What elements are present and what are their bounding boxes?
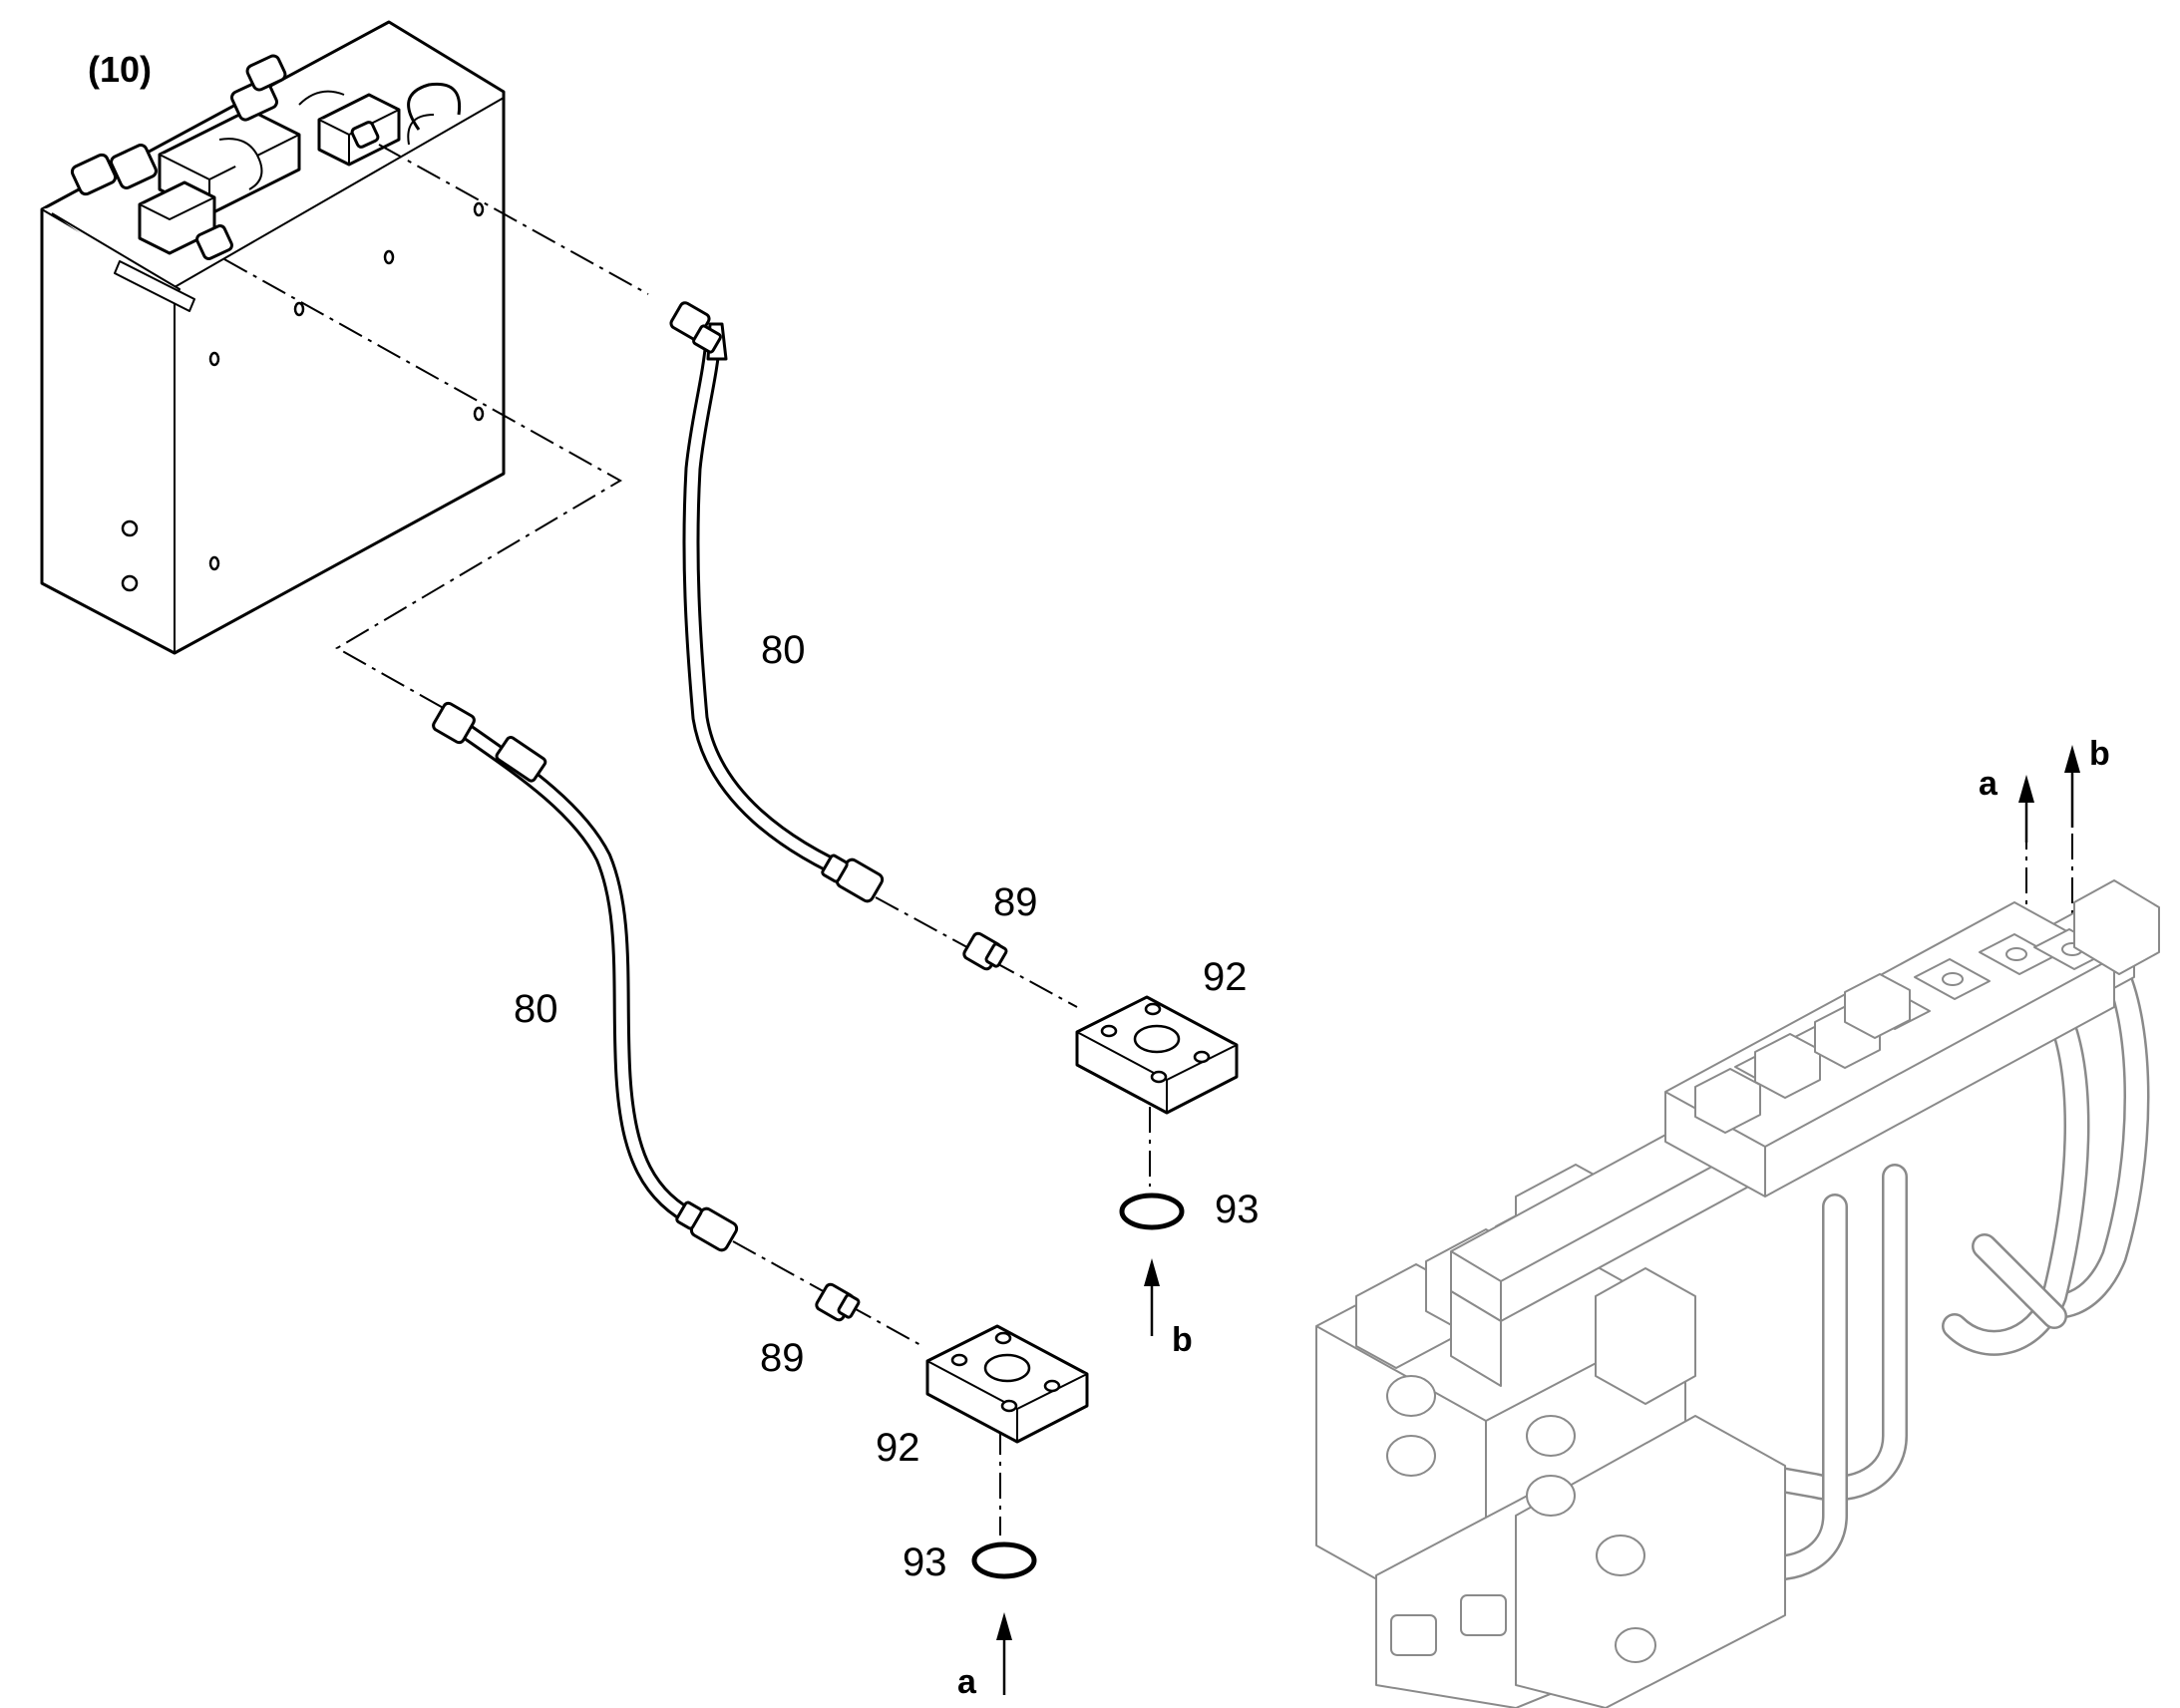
part-number-80-upper: 80 [761, 628, 806, 672]
adapter-lower [815, 1282, 861, 1322]
arrow-b-bottom [1144, 1258, 1160, 1336]
part-number-89-lower: 89 [760, 1336, 805, 1380]
flange-upper [1075, 995, 1239, 1115]
arrow-a-bottom [996, 1612, 1012, 1695]
hose-lower [432, 701, 739, 1252]
part-number-89-upper: 89 [993, 880, 1038, 924]
part-number-80-lower: 80 [514, 987, 558, 1031]
oring-upper [1119, 1193, 1185, 1230]
control-box-assembly [40, 20, 506, 655]
hose-upper [669, 301, 885, 903]
part-number-93-upper: 93 [1215, 1188, 1260, 1231]
oring-lower [971, 1541, 1037, 1579]
adapter-upper [962, 931, 1008, 971]
part-number-92-lower: 92 [876, 1426, 920, 1470]
connection-label-b-top: b [2089, 735, 2110, 773]
hydraulic-manifold-ghost [1315, 879, 2160, 1708]
part-number-92-upper: 92 [1203, 955, 1248, 999]
group-label: (10) [88, 49, 152, 90]
connection-label-b-bottom: b [1172, 1321, 1193, 1359]
connection-label-a-bottom: a [957, 1663, 977, 1701]
connection-label-a-top: a [1979, 765, 1998, 803]
part-number-93-lower: 93 [903, 1540, 947, 1584]
flange-lower [925, 1324, 1089, 1444]
